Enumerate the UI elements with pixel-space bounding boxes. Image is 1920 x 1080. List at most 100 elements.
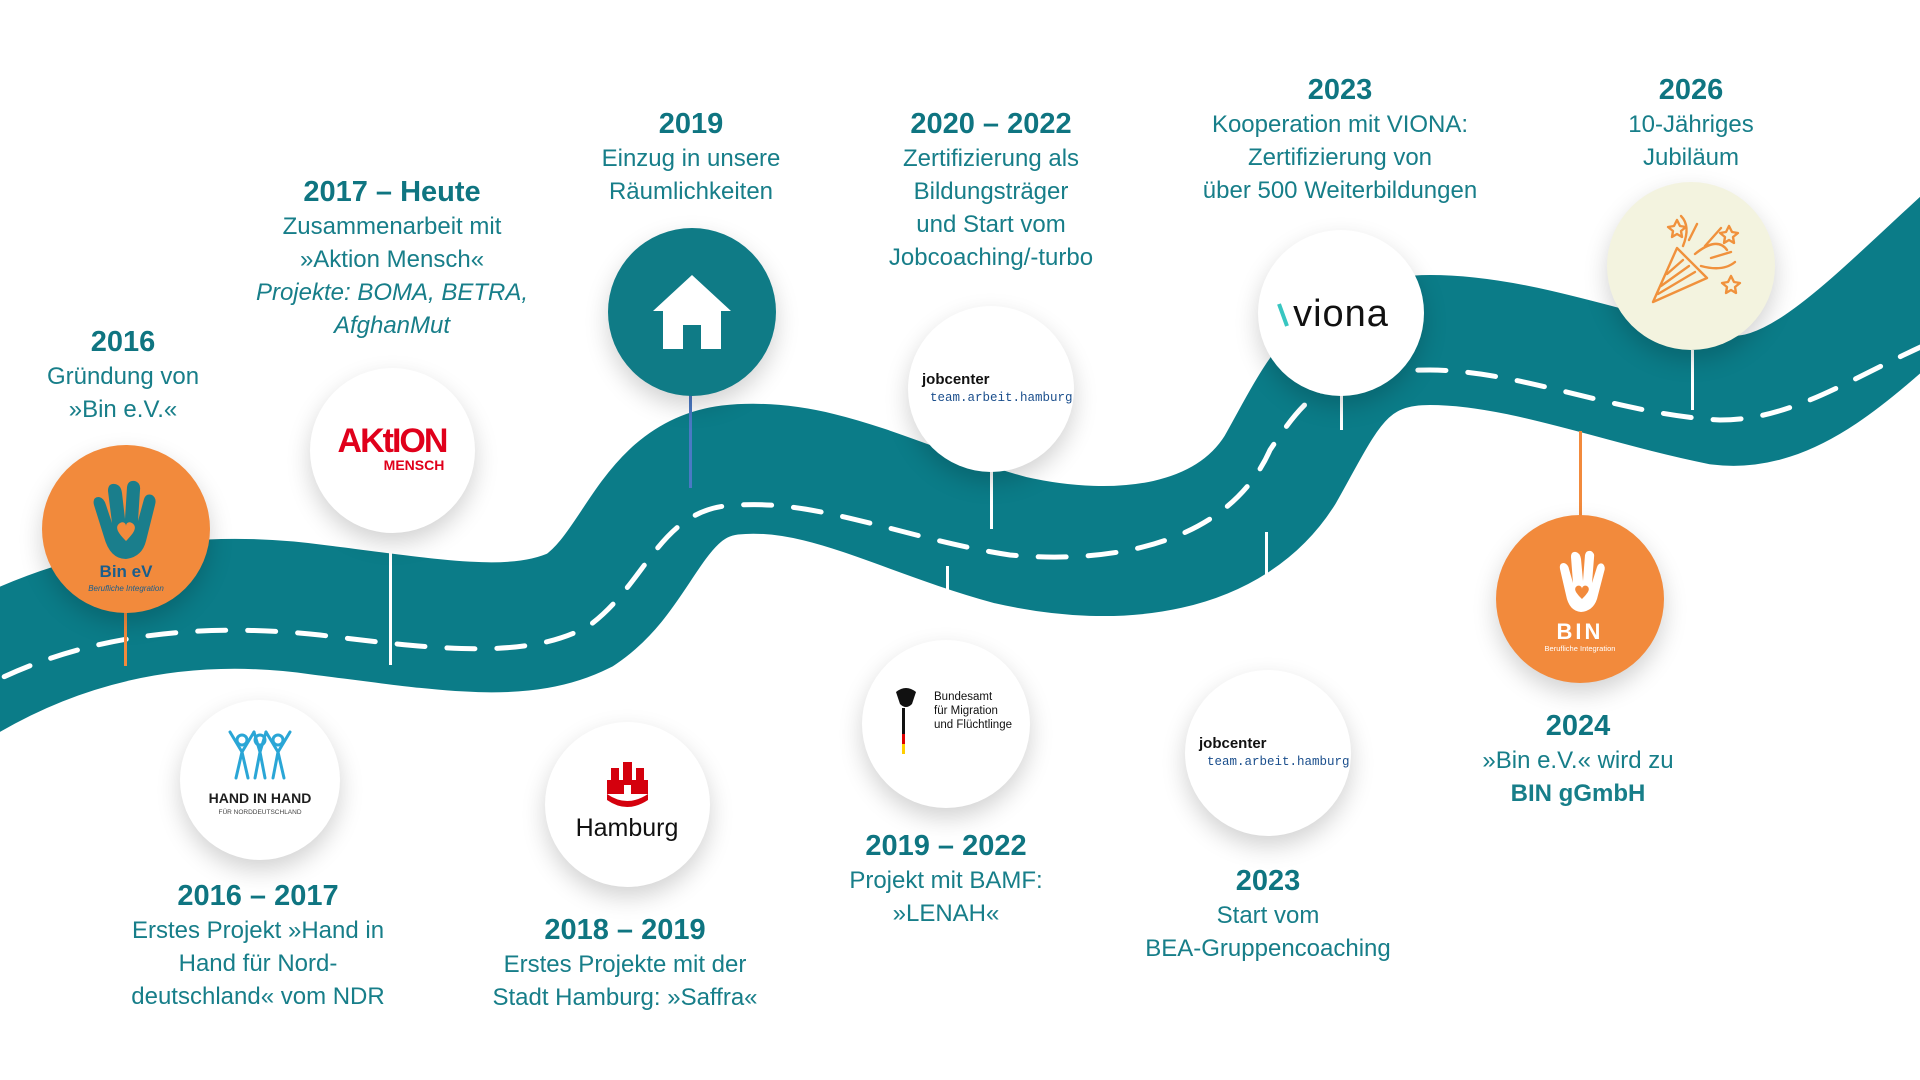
milestone-text: Jobcoaching/-turbo xyxy=(888,244,1094,271)
milestone-2023-bea: 2023 Start vom BEA-Gruppencoaching xyxy=(1088,863,1448,965)
bin-logo-sub: Berufliche Integration xyxy=(1545,644,1616,653)
jobcenter-wordmark-2: jobcenter team.arbeit.hamburg xyxy=(1198,735,1350,769)
milestone-year: 2023 xyxy=(1235,865,1301,897)
bin-logo-text: BIN xyxy=(1557,619,1604,644)
milestone-text: »Aktion Mensch« xyxy=(299,246,485,273)
home-icon xyxy=(653,275,731,349)
milestone-text: Gründung von xyxy=(46,363,200,390)
milestone-italic-text: Projekte: BOMA, BETRA, xyxy=(255,279,529,306)
milestone-year: 2024 xyxy=(1545,710,1611,742)
aktion-mensch-logo-sub: MENSCH xyxy=(384,457,445,473)
milestone-year: 2020 – 2022 xyxy=(910,108,1072,140)
milestone-text: 10-Jähriges xyxy=(1628,111,1754,138)
milestone-text: Zertifizierung als xyxy=(902,145,1080,172)
stem-2020 xyxy=(990,467,993,529)
bin-ev-logo: Bin eV Berufliche Integration xyxy=(42,445,210,613)
bamf-eagle-icon: Bundesamt für Migration und Flüchtlinge xyxy=(896,688,1012,754)
milestone-2020-2022: 2020 – 2022 Zertifizierung als Bildungst… xyxy=(811,106,1171,274)
jobcenter-2-text: jobcenter xyxy=(1198,735,1267,752)
stem-2023a xyxy=(1265,532,1268,652)
stem-2023b xyxy=(1340,390,1343,430)
milestone-text: Erstes Projekt »Hand in xyxy=(131,917,385,944)
jobcenter-wordmark-1: jobcenter team.arbeit.hamburg xyxy=(921,371,1073,405)
hand-in-hand-people-icon: HAND IN HAND FÜR NORDDEUTSCHLAND xyxy=(209,730,312,816)
svg-text:Bundesamt für Migration: Bundesamt für Migration und Flüchtlinge xyxy=(934,691,1012,731)
hamburg-logo-text: Hamburg xyxy=(576,814,679,842)
party-popper-icon xyxy=(1651,214,1742,304)
jobcenter-1-text: jobcenter xyxy=(921,371,990,388)
stem-2019 xyxy=(689,392,692,488)
party-popper-circle xyxy=(1607,182,1775,350)
milestone-text: Bildungsträger xyxy=(913,178,1069,205)
stem-2017 xyxy=(389,530,392,665)
bin-ev-logo-text: Bin eV xyxy=(100,562,154,581)
milestone-2023-viona: 2023 Kooperation mit VIONA: Zertifizieru… xyxy=(1160,72,1520,207)
hand-in-hand-logo-sub: FÜR NORDDEUTSCHLAND xyxy=(218,808,301,816)
milestone-year: 2019 – 2022 xyxy=(865,830,1027,862)
milestone-year: 2018 – 2019 xyxy=(544,914,706,946)
milestone-text: »Bin e.V.« xyxy=(68,396,178,423)
stem-2016-17 xyxy=(259,672,262,716)
bamf-logo: Bundesamt für Migration und Flüchtlinge xyxy=(862,640,1030,808)
milestone-italic-text: AfghanMut xyxy=(333,312,451,339)
hand-in-hand-logo: HAND IN HAND FÜR NORDDEUTSCHLAND xyxy=(180,700,340,860)
milestone-year: 2017 – Heute xyxy=(303,176,481,208)
milestone-text: Jubiläum xyxy=(1642,144,1740,171)
milestone-text: »Bin e.V.« wird zu xyxy=(1482,747,1674,774)
milestone-text: deutschland« vom NDR xyxy=(131,983,385,1010)
jobcenter-logo-1: jobcenter team.arbeit.hamburg xyxy=(908,306,1074,472)
milestone-2019: 2019 Einzug in unsere Räumlichkeiten xyxy=(511,106,871,208)
jobcenter-1-sub: team.arbeit.hamburg xyxy=(930,391,1073,405)
stem-2018 xyxy=(623,685,626,725)
milestone-year: 2019 xyxy=(658,108,724,140)
viona-logo: viona xyxy=(1258,230,1424,396)
milestone-text: »LENAH« xyxy=(892,900,1000,927)
bamf-line-2: für Migration xyxy=(934,705,998,717)
aktion-mensch-logo: AKtION MENSCH xyxy=(310,368,475,533)
road-band xyxy=(0,196,1920,732)
stem-2026 xyxy=(1691,350,1694,410)
hamburg-logo: Hamburg xyxy=(545,722,710,887)
aktion-mensch-wordmark: AKtION MENSCH xyxy=(338,422,449,473)
milestone-2016: 2016 Gründung von »Bin e.V.« xyxy=(0,324,303,426)
bamf-line-1: Bundesamt xyxy=(934,691,993,703)
milestone-text: Hand für Nord- xyxy=(178,950,338,977)
aktion-mensch-logo-text: AKtION xyxy=(338,422,447,460)
milestone-text: Projekt mit BAMF: xyxy=(849,867,1043,894)
bin-hand-icon: BIN Berufliche Integration xyxy=(1545,550,1616,653)
viona-logo-text: viona xyxy=(1293,293,1389,335)
hand-in-hand-logo-text: HAND IN HAND xyxy=(209,790,312,806)
milestone-year: 2023 xyxy=(1307,74,1373,106)
milestone-text: Erstes Projekte mit der xyxy=(503,951,747,978)
stem-2024 xyxy=(1579,431,1582,521)
milestone-2026: 2026 10-Jähriges Jubiläum xyxy=(1511,72,1871,174)
milestone-text: BEA-Gruppencoaching xyxy=(1145,935,1391,962)
bin-logo: BIN Berufliche Integration xyxy=(1496,515,1664,683)
jobcenter-logo-2: jobcenter team.arbeit.hamburg xyxy=(1185,670,1351,836)
milestone-text: Räumlichkeiten xyxy=(608,178,774,205)
viona-wordmark: viona xyxy=(1277,293,1389,335)
milestone-2024: 2024 »Bin e.V.« wird zu BIN gGmbH xyxy=(1398,708,1758,810)
milestone-text: Start vom xyxy=(1216,902,1320,929)
bin-ev-logo-sub: Berufliche Integration xyxy=(88,584,164,593)
milestone-text: Zertifizierung von xyxy=(1247,144,1433,171)
stem-2016 xyxy=(124,600,127,666)
home-milestone-circle xyxy=(608,228,776,396)
milestone-year: 2026 xyxy=(1658,74,1724,106)
milestone-text: über 500 Weiterbildungen xyxy=(1202,177,1478,204)
milestone-year: 2016 xyxy=(90,326,156,358)
milestone-text: Stadt Hamburg: »Saffra« xyxy=(492,984,758,1011)
stem-2019-22 xyxy=(946,566,949,641)
milestone-text: Zusammenarbeit mit xyxy=(282,213,502,240)
hamburg-castle-icon: Hamburg xyxy=(576,762,679,842)
milestone-2017-heute: 2017 – Heute Zusammenarbeit mit »Aktion … xyxy=(212,174,572,342)
milestone-2016-2017: 2016 – 2017 Erstes Projekt »Hand in Hand… xyxy=(78,878,438,1013)
milestone-text: und Start vom xyxy=(916,211,1066,238)
milestone-bold-text: BIN gGmbH xyxy=(1510,780,1646,807)
milestone-2018-2019: 2018 – 2019 Erstes Projekte mit der Stad… xyxy=(445,912,805,1014)
jobcenter-2-sub: team.arbeit.hamburg xyxy=(1207,755,1350,769)
milestone-2019-2022: 2019 – 2022 Projekt mit BAMF: »LENAH« xyxy=(766,828,1126,930)
milestone-year: 2016 – 2017 xyxy=(177,880,339,912)
milestone-text: Einzug in unsere xyxy=(601,145,781,172)
